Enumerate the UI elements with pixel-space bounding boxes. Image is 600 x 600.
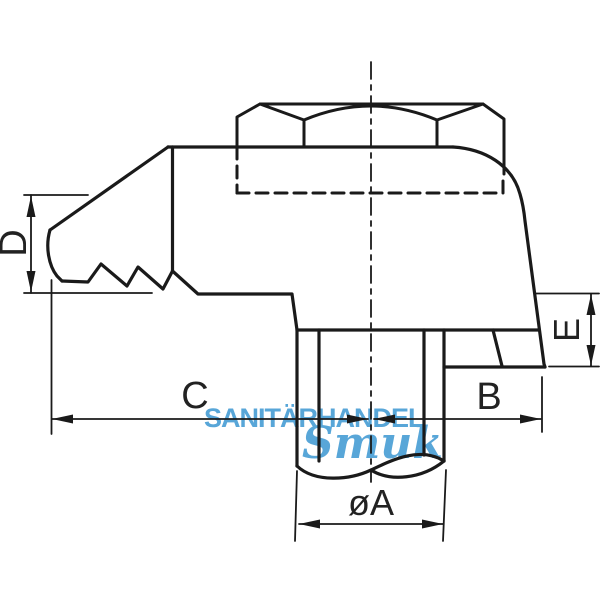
dim-label-e: E bbox=[546, 317, 587, 343]
dimension-c bbox=[50, 279, 369, 435]
dim-label-b: B bbox=[476, 376, 502, 418]
dimension-e bbox=[535, 292, 600, 368]
dimension-d bbox=[23, 194, 153, 294]
threaded-shaft bbox=[295, 328, 446, 480]
dim-label-a: øA bbox=[347, 482, 395, 523]
clamp-body bbox=[46, 145, 547, 369]
dim-label-c: C bbox=[181, 375, 209, 417]
hex-bolt-head bbox=[235, 102, 506, 176]
dimension-a bbox=[294, 469, 447, 542]
watermark-script-text: Smuk bbox=[302, 418, 443, 469]
hidden-edge-dashed-rect bbox=[235, 145, 505, 195]
dim-label-d: D bbox=[0, 229, 35, 256]
dimension-b bbox=[373, 376, 543, 433]
